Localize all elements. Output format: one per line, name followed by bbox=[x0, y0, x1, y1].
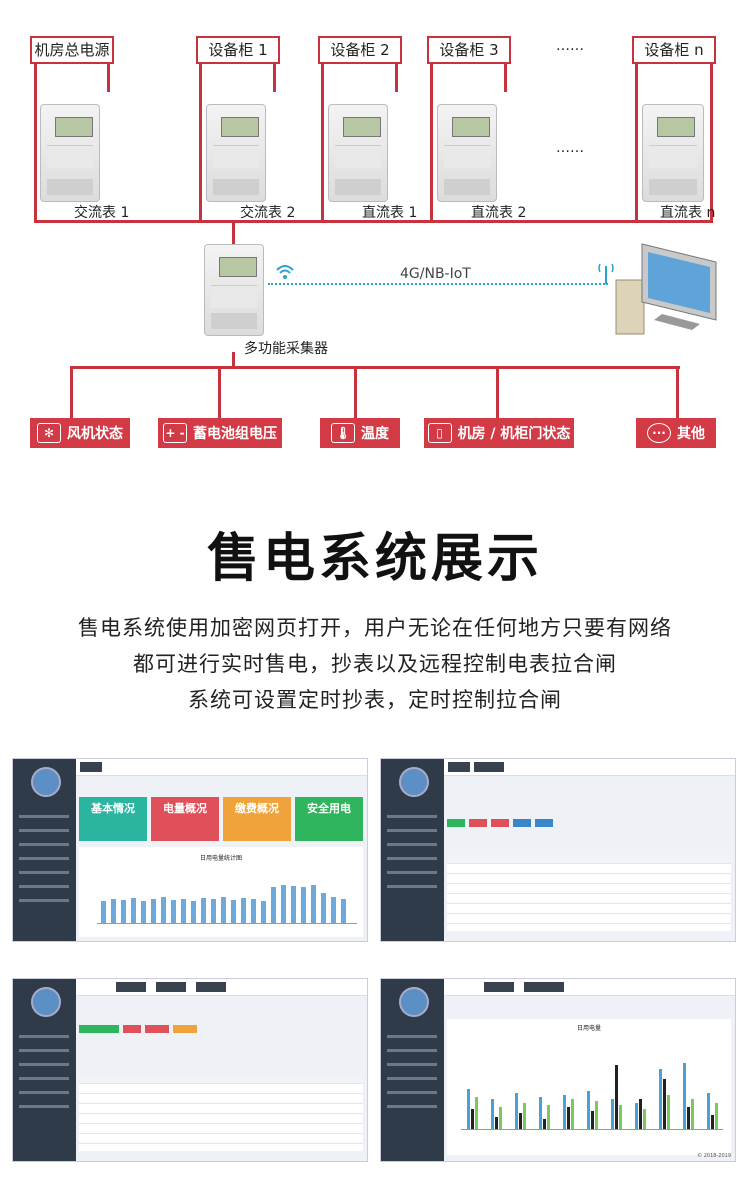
label-cabinet-3: 设备柜 3 bbox=[427, 36, 511, 64]
section-description-line: 售电系统使用加密网页打开，用户无论在任何地方只要有网络 bbox=[78, 616, 672, 640]
connector bbox=[635, 62, 638, 222]
function-label: 温度 bbox=[361, 426, 389, 442]
card-safety: 安全用电 bbox=[295, 797, 363, 841]
connector bbox=[676, 366, 679, 418]
toolbar bbox=[79, 1025, 199, 1033]
avatar bbox=[31, 767, 61, 797]
collector-device bbox=[204, 244, 264, 336]
label-cabinet-2: 设备柜 2 bbox=[318, 36, 402, 64]
ellipsis: …… bbox=[556, 140, 584, 156]
connector bbox=[232, 352, 235, 368]
screenshot-meter-list bbox=[380, 758, 736, 942]
function-label: 风机状态 bbox=[67, 426, 123, 442]
antenna-icon bbox=[598, 263, 614, 284]
label-main-power: 机房总电源 bbox=[30, 36, 114, 64]
connector bbox=[34, 62, 37, 222]
meter-ac-1 bbox=[40, 104, 100, 202]
chart-title: 日用电量统计图 bbox=[199, 855, 242, 862]
function-fan-status: ✻ 风机状态 bbox=[30, 418, 130, 448]
copyright: © 2018-2019 bbox=[697, 1153, 731, 1159]
connector bbox=[430, 62, 433, 222]
connector bbox=[354, 366, 357, 418]
chart-panel: 日用电量统计图 bbox=[79, 847, 363, 937]
connector bbox=[496, 366, 499, 418]
label-cabinet-n: 设备柜 n bbox=[632, 36, 716, 64]
meter-label: 交流表 1 bbox=[74, 205, 130, 221]
more-icon: ··· bbox=[647, 423, 671, 443]
function-temperature: 🌡 温度 bbox=[320, 418, 400, 448]
connector bbox=[395, 62, 398, 92]
section-title: 售电系统展示 bbox=[206, 529, 543, 589]
network-link bbox=[268, 283, 608, 285]
label-cabinet-1: 设备柜 1 bbox=[196, 36, 280, 64]
meter-label: 交流表 2 bbox=[240, 205, 296, 221]
card-basic: 基本情况 bbox=[79, 797, 147, 841]
meter-dc-n bbox=[642, 104, 704, 202]
bar-area bbox=[97, 871, 357, 924]
connector bbox=[273, 62, 276, 92]
card-payment: 缴费概况 bbox=[223, 797, 291, 841]
collector-label: 多功能采集器 bbox=[244, 341, 328, 357]
avatar bbox=[399, 767, 429, 797]
connector bbox=[504, 62, 507, 92]
connector bbox=[218, 366, 221, 418]
fan-icon: ✻ bbox=[37, 423, 61, 443]
battery-icon: + - bbox=[163, 423, 187, 443]
bus-line bbox=[70, 366, 680, 369]
connector bbox=[107, 62, 110, 92]
data-table bbox=[447, 855, 731, 931]
sidebar bbox=[13, 759, 76, 941]
door-icon: ▯ bbox=[427, 423, 452, 443]
connector bbox=[232, 220, 235, 246]
thermometer-icon: 🌡 bbox=[331, 423, 355, 443]
sidebar bbox=[381, 979, 444, 1161]
function-label: 蓄电池组电压 bbox=[193, 426, 277, 442]
bar-area bbox=[461, 1037, 723, 1130]
avatar bbox=[399, 987, 429, 1017]
connector bbox=[321, 62, 324, 222]
chart-panel: 日用电量 bbox=[447, 1019, 731, 1155]
function-label: 其他 bbox=[677, 426, 705, 442]
meter-label: 直流表 1 bbox=[362, 205, 418, 221]
connector bbox=[710, 62, 713, 222]
bus-line bbox=[34, 220, 713, 223]
connector bbox=[199, 62, 202, 222]
screenshot-dashboard: 基本情况 电量概况 缴费概况 安全用电 日用电量统计图 bbox=[12, 758, 368, 942]
section-description-line: 系统可设置定时抄表，定时控制拉合闸 bbox=[188, 688, 562, 712]
meter-label: 直流表 2 bbox=[471, 205, 527, 221]
toolbar bbox=[447, 819, 557, 827]
sidebar bbox=[13, 979, 76, 1161]
data-table bbox=[79, 1075, 363, 1151]
sidebar bbox=[381, 759, 444, 941]
function-other: ··· 其他 bbox=[636, 418, 716, 448]
topbar bbox=[76, 759, 367, 776]
function-battery-voltage: + - 蓄电池组电压 bbox=[158, 418, 282, 448]
avatar bbox=[31, 987, 61, 1017]
topbar bbox=[76, 979, 367, 996]
topbar bbox=[444, 759, 735, 776]
connector bbox=[70, 366, 73, 418]
network-label: 4G/NB-IoT bbox=[400, 266, 471, 282]
screenshot-timed-task bbox=[12, 978, 368, 1162]
function-door-status: ▯ 机房 / 机柜门状态 bbox=[424, 418, 574, 448]
screenshot-daily-power: 日用电量 © 2018-2019 bbox=[380, 978, 736, 1162]
meter-dc-2 bbox=[437, 104, 497, 202]
wifi-icon bbox=[276, 265, 294, 279]
function-label: 机房 / 机柜门状态 bbox=[457, 426, 571, 442]
meter-label: 直流表 n bbox=[660, 205, 716, 221]
card-power: 电量概况 bbox=[151, 797, 219, 841]
meter-dc-1 bbox=[328, 104, 388, 202]
chart-title: 日用电量 bbox=[576, 1025, 601, 1032]
ellipsis: …… bbox=[556, 38, 584, 54]
section-description-line: 都可进行实时售电，抄表以及远程控制电表拉合闸 bbox=[133, 652, 617, 676]
topbar bbox=[444, 979, 735, 996]
meter-ac-2 bbox=[206, 104, 266, 202]
computer-icon bbox=[615, 243, 717, 335]
